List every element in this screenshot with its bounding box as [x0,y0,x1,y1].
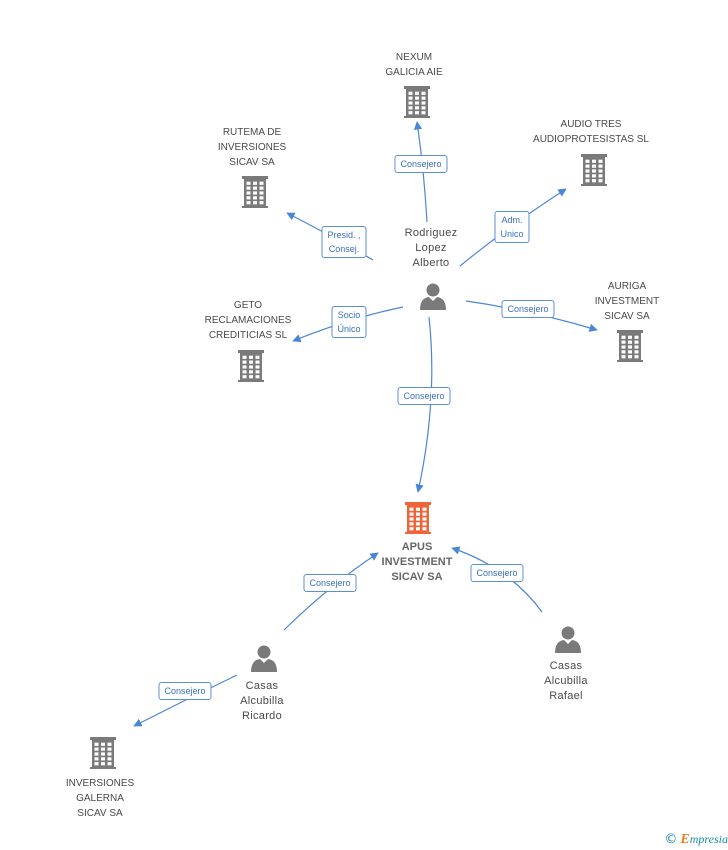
building-icon[interactable] [242,176,268,208]
brand-logo-text: mpresia [689,832,728,846]
node-label-geto[interactable]: GETO RECLAMACIONES CREDITICIAS SL [204,300,292,341]
nodes-layer [90,86,643,769]
building-icon[interactable] [405,502,431,534]
copyright-symbol: © [664,832,678,847]
building-icon[interactable] [90,737,116,769]
edge-label-rodriguez-geto[interactable]: Socio Único [331,306,367,338]
edge-label-rodriguez-audio_tres[interactable]: Adm. Unico [494,211,530,243]
edge-label-casas_ricardo-apus[interactable]: Consejero [303,574,357,592]
node-label-galerna[interactable]: INVERSIONES GALERNA SICAV SA [65,778,135,819]
copyright-footer: © Empresia [664,832,728,848]
building-icon[interactable] [238,350,264,382]
person-icon[interactable] [251,645,277,673]
node-label-apus[interactable]: APUS INVESTMENT SICAV SA [381,541,453,583]
edge-casas_ricardo-galerna [133,674,238,727]
edge-label-casas_rafael-apus[interactable]: Consejero [470,564,524,582]
node-label-nexum[interactable]: NEXUM GALICIA AIE [385,52,443,78]
person-icon[interactable] [420,283,446,311]
node-label-casas-rafael[interactable]: Casas Alcubilla Rafael [544,660,588,702]
node-label-rodriguez[interactable]: Rodriguez Lopez Alberto [404,227,458,269]
node-label-audio-tres[interactable]: AUDIO TRES AUDIOPROTESISTAS SL [533,119,649,145]
edge-label-rodriguez-apus[interactable]: Consejero [397,387,451,405]
edge-label-casas_ricardo-galerna[interactable]: Consejero [158,682,212,700]
node-label-casas-ricardo[interactable]: Casas Alcubilla Ricardo [240,680,284,722]
building-icon[interactable] [404,86,430,118]
edge-label-rodriguez-rutema[interactable]: Presid. , Consej. [321,226,367,258]
node-label-rutema[interactable]: RUTEMA DE INVERSIONES SICAV SA [217,127,287,168]
node-label-auriga[interactable]: AURIGA INVESTMENT SICAV SA [594,281,660,322]
edge-label-rodriguez-auriga[interactable]: Consejero [501,300,555,318]
person-icon[interactable] [555,626,581,654]
brand-logo-initial: E [680,832,690,847]
building-icon[interactable] [581,154,607,186]
building-icon[interactable] [617,330,643,362]
edge-label-rodriguez-nexum[interactable]: Consejero [394,155,448,173]
